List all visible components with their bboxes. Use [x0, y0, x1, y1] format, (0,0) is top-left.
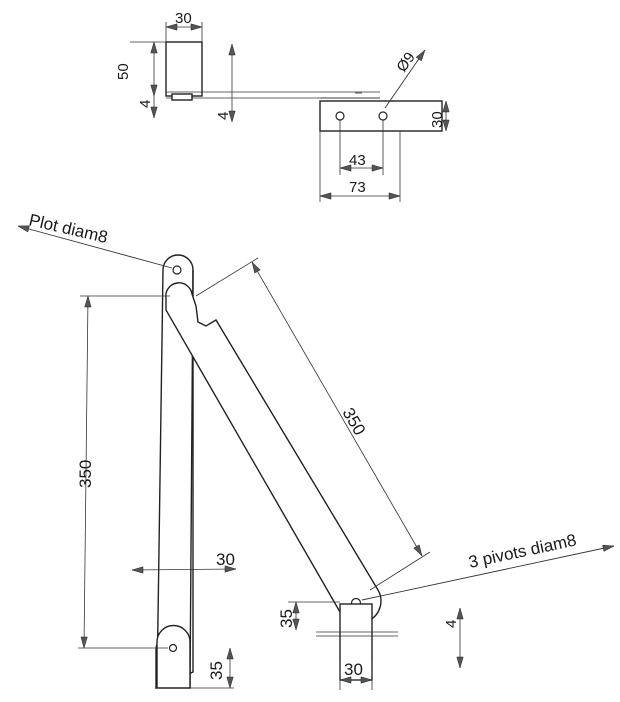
dimension-arrowhead [388, 192, 401, 200]
dimension-arrowhead [224, 565, 237, 573]
dim-length-left-label: 350 [76, 460, 95, 488]
dimension-arrowhead [415, 49, 426, 62]
dimension-arrowhead [190, 23, 203, 31]
top-block [165, 41, 203, 97]
dimension-arrowhead [226, 676, 234, 689]
dim-bottom-right-thk-label: 4 [443, 620, 460, 628]
dim-top-thk-right-label: 4 [215, 112, 232, 120]
dim-length-left-line [83, 295, 89, 649]
dimension-arrowhead [251, 261, 261, 274]
dim-plate-height-label: 30 [429, 111, 446, 128]
dimension-arrowhead [150, 41, 158, 54]
dimension-arrowhead [80, 636, 88, 649]
dim-length-diag-line [251, 261, 423, 557]
dimension-arrowhead [442, 100, 450, 113]
top-detail-view: 30 50 4 4 Ø9 30 43 73 [115, 10, 447, 202]
plate-hole-right [378, 111, 388, 121]
dimension-arrowhead [131, 566, 144, 574]
dim-arm-width-label: 30 [216, 550, 235, 569]
dimension-arrowhead [226, 647, 234, 660]
top-strip-end [171, 93, 193, 101]
dim-top-thk-left-label: 4 [137, 100, 154, 108]
hole-diam-leader [384, 49, 426, 109]
dim-length-diag-ext-b [369, 551, 431, 591]
dimension-arrowhead [371, 164, 384, 172]
vertical-arm-bottom-end [156, 624, 191, 689]
dimension-arrowhead [456, 656, 464, 669]
dimension-arrowhead [339, 676, 352, 684]
dim-bottom-right-end-label: 35 [277, 609, 296, 628]
pivots-note-leader [361, 545, 615, 601]
dimension-arrowhead [602, 544, 615, 552]
diagonal-arm [165, 282, 382, 624]
dimension-arrowhead [339, 164, 352, 172]
dim-length-diag-label: 350 [339, 405, 370, 439]
dim-bottom-right-width-label: 30 [344, 660, 363, 679]
bottom-right-foot [339, 603, 373, 681]
dimension-arrowhead [319, 192, 332, 200]
dim-arm-width-line [131, 568, 237, 571]
dim-plate-width-label: 73 [349, 179, 366, 196]
dimension-arrowhead [165, 23, 178, 31]
dimension-arrows [17, 23, 615, 689]
pivot-top-upper [172, 265, 182, 275]
dimension-arrowhead [150, 84, 158, 97]
dimension-arrowhead [17, 225, 30, 233]
dimension-arrowhead [84, 295, 92, 308]
dimension-arrowhead [292, 618, 300, 631]
pivot-note-label: Plot diam8 [27, 210, 110, 247]
dim-top-width-label: 30 [175, 10, 192, 27]
main-assembly: Plot diam8 350 350 30 3 pivots diam8 35 … [17, 210, 615, 690]
dim-length-diag-ext-t [195, 257, 259, 297]
pivot-bottom-left [168, 643, 178, 653]
dimension-arrowhead [456, 607, 464, 620]
hole-diam-label: Ø9 [393, 49, 418, 75]
dimension-arrowhead [292, 601, 300, 614]
dimension-arrowhead [150, 106, 158, 119]
plate-hole-left [335, 111, 345, 121]
pivot-note-leader [17, 225, 173, 269]
dimension-arrowhead [413, 544, 423, 557]
vertical-arm-left-edge [156, 269, 164, 689]
dimension-arrowhead [360, 676, 373, 684]
dimension-arrowhead [442, 119, 450, 132]
dimension-arrowhead [228, 110, 236, 123]
dim-bottom-left-label: 35 [207, 661, 226, 680]
dim-hole-spacing-label: 43 [349, 152, 366, 169]
dimension-arrowhead [228, 43, 236, 56]
dim-top-height-label: 50 [115, 63, 132, 80]
